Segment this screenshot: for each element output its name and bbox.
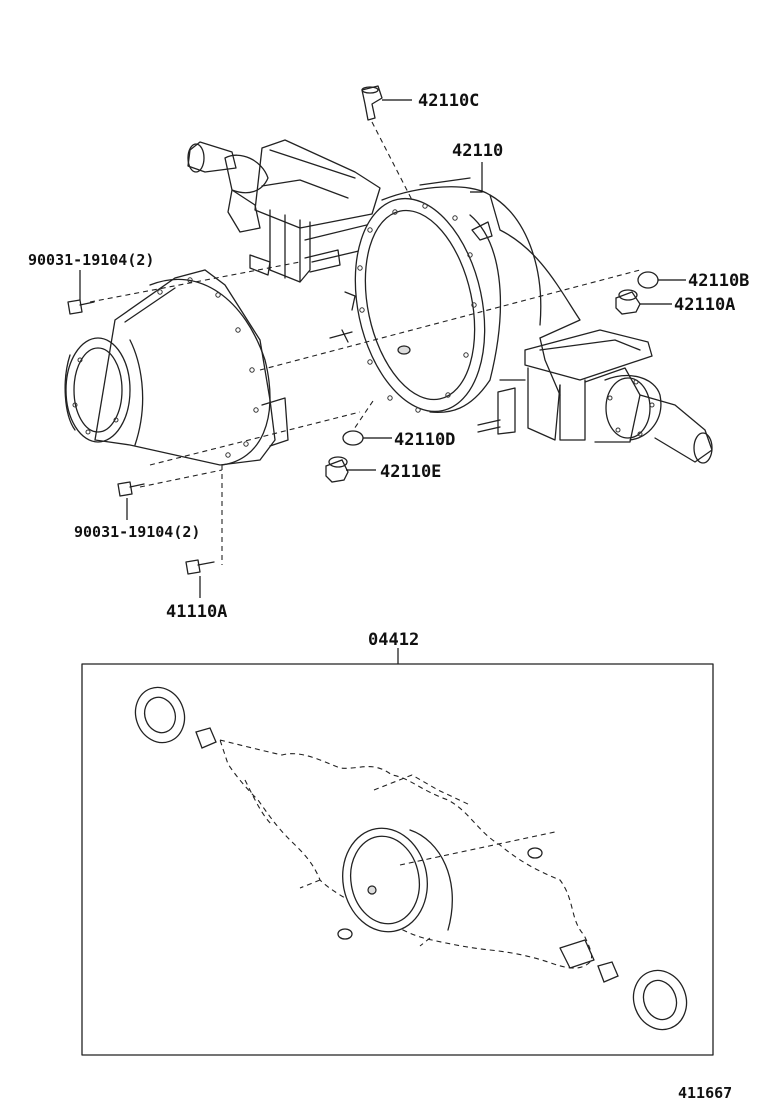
- label-42110: 42110: [452, 141, 503, 161]
- label-bolt-lower: 90031-19104(2): [74, 523, 200, 541]
- plug-42110e: [325, 456, 349, 483]
- figure-number: 411667: [678, 1084, 732, 1102]
- gasket-42110d: [342, 430, 364, 446]
- kit-housing-outline: [134, 686, 688, 1031]
- label-42110b: 42110B: [688, 271, 749, 291]
- kit-frame: [81, 663, 714, 1056]
- label-42110a: 42110A: [674, 295, 735, 315]
- bolt-lower: [117, 481, 145, 497]
- label-bolt-upper: 90031-19104(2): [28, 251, 154, 269]
- label-42110c: 42110C: [418, 91, 479, 111]
- breather-plug: [361, 85, 383, 121]
- label-42110d: 42110D: [394, 430, 455, 450]
- leader-lines: [79, 99, 686, 664]
- label-42110e: 42110E: [380, 462, 441, 482]
- label-04412: 04412: [368, 630, 419, 650]
- differential-carrier: [64, 269, 289, 466]
- plug-42110a: [615, 289, 641, 315]
- label-41110a: 41110A: [166, 602, 227, 622]
- breather-guide: [371, 121, 413, 201]
- bolt-upper: [67, 299, 95, 315]
- bolt-41110a: [185, 559, 215, 575]
- axle-housing: [187, 139, 713, 464]
- alignment-lines-upper: [89, 261, 641, 565]
- gasket-42110b: [637, 271, 659, 289]
